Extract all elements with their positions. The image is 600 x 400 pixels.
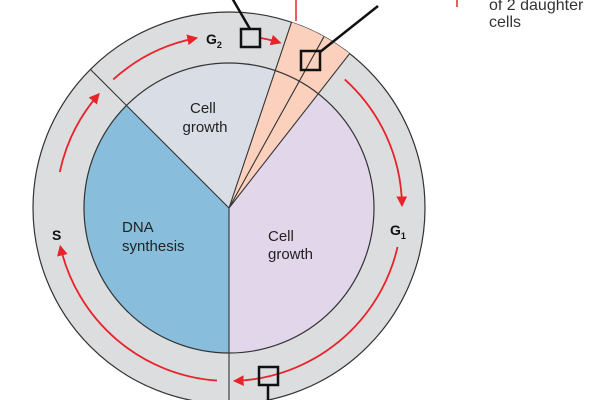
- checkpoint-box-mitosis: [299, 49, 322, 72]
- phase-label-g2: G2: [206, 31, 222, 50]
- sector-divider: [228, 36, 325, 209]
- leader-line-g2: [231, 0, 252, 30]
- note-line: of 2 daughter: [489, 0, 584, 14]
- g1-sector-label: Cell growth: [268, 228, 313, 263]
- g2-sector-label: Cell growth: [182, 100, 227, 136]
- phase-label-g1: G1: [390, 222, 406, 241]
- g1-sector: [229, 93, 375, 354]
- checkpoint-box-g2: [239, 27, 262, 49]
- g2-sector: [126, 62, 276, 208]
- note-line: cells: [489, 14, 522, 31]
- cycle-arrow: [232, 246, 399, 386]
- cycle-arrow: [344, 78, 408, 208]
- daughter-cells-note: of 2 daughter cells: [489, 0, 583, 31]
- s-sector: [83, 105, 229, 353]
- s-sector-label: DNA synthesis: [122, 219, 185, 255]
- phase-label-s: S: [52, 227, 61, 243]
- cycle-arrow: [57, 244, 217, 382]
- sector-divider: [90, 69, 230, 209]
- cycle-arrow: [58, 92, 100, 173]
- sector-divider: [228, 22, 293, 209]
- leader-line-mitosis: [319, 5, 379, 53]
- sector-divider: [228, 53, 351, 209]
- cycle-arrow: [112, 34, 199, 81]
